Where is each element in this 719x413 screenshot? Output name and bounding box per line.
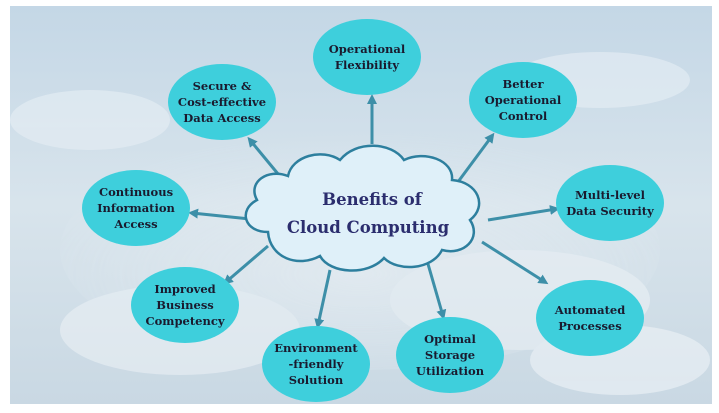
arrow-to-improved-business-competency [222,244,269,285]
node-label-line: Information [97,201,175,215]
node-label-line: Operational [485,93,562,107]
center-title-line-1: Benefits of [322,190,423,209]
node-bubble [82,170,190,246]
node-label-line: Continuous [99,185,173,199]
node-bubble [556,165,664,241]
node-label-line: Control [499,109,548,123]
arrows-group [188,94,560,329]
arrow-to-optimal-storage-utilization [426,263,447,320]
node-label-line: Automated [554,303,626,317]
nodes-group: OperationalFlexibilityBetterOperationalC… [82,19,664,402]
arrow-to-environment-friendly-solution [314,269,332,329]
arrow-to-continuous-information-access [188,208,251,221]
node-bubble [131,267,239,343]
node-label-line: Flexibility [335,58,400,72]
node-label-line: Environment [274,341,358,355]
node-label-line: Storage [425,348,475,362]
arrow-to-multi-level-data-security [487,205,560,222]
node-bubble [262,326,370,402]
node-label-line: Multi-level [575,188,646,202]
node-label-line: Access [113,217,157,231]
cloud-shape [244,144,481,272]
node-label-line: Improved [154,282,215,296]
node-bubble [313,19,421,95]
arrow-to-automated-processes [481,240,549,285]
node-label-line: Solution [289,373,344,387]
central-cloud: Benefits of Cloud Computing [244,144,481,272]
node-label-line: Business [156,298,214,312]
node-label-line: -friendly [289,357,344,371]
node-bubble [396,317,504,393]
node-label-line: Competency [145,314,224,328]
node-label-line: Optimal [424,332,476,346]
node-label-line: Cost-effective [178,95,266,109]
node-label-line: Utilization [416,364,485,378]
node-bubble [469,62,577,138]
node-label-line: Data Security [566,204,654,218]
node-bubble [168,64,276,140]
node-label-line: Better [502,77,544,91]
node-label-line: Operational [329,42,406,56]
center-title-line-2: Cloud Computing [287,218,450,237]
node-bubble [536,280,644,356]
node-label-line: Secure & [193,79,252,93]
node-label-line: Processes [558,319,621,333]
node-label-line: Data Access [183,111,260,125]
